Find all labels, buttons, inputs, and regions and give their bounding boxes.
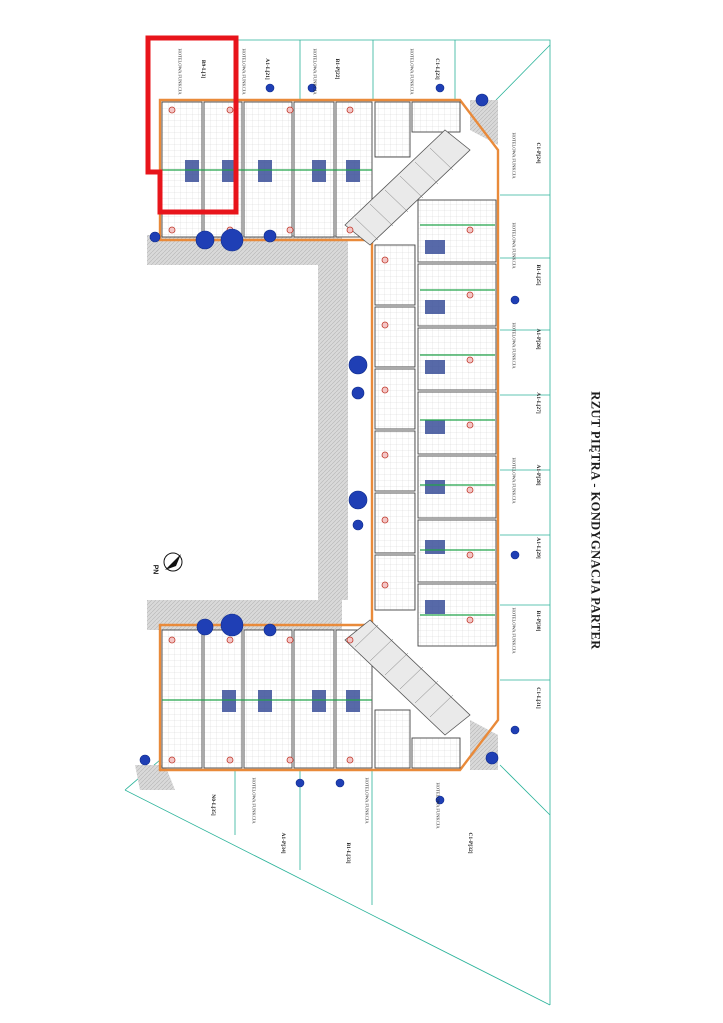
room-label: HOTELOWA FUNKCJA	[511, 222, 517, 269]
landscaping-trees	[139, 83, 520, 805]
unit-label: B1-L[33]	[345, 842, 351, 864]
drawing-title: RZUT PIĘTRA - KONDYGNACJA PARTER	[588, 391, 603, 650]
room-label: HOTELOWA FUNKCJA	[511, 457, 517, 504]
room-label: HOTELOWA FUNKCJA	[511, 322, 517, 369]
north-label: PN	[151, 564, 159, 575]
unit-label: A1-L[27]	[535, 392, 541, 414]
room-label: HOTELOWA FUNKCJA	[241, 48, 247, 95]
unit-label: N0-L[35]	[210, 794, 216, 816]
room-label: HOTELOWA FUNKCJA	[364, 777, 370, 824]
unit-label: A1-P[28]	[535, 464, 541, 486]
unit-label: C1-P[32]	[467, 832, 473, 854]
unit-label: C1-P[24]	[535, 142, 541, 164]
highlight-selected-unit	[145, 35, 239, 215]
unit-label: B9-L[3]	[200, 59, 206, 79]
unit-label: B1-P[22]	[334, 58, 340, 80]
unit-label: A1-P[26]	[535, 328, 541, 350]
stair-treads	[354, 147, 454, 718]
unit-label: A1-L[21]	[264, 58, 270, 80]
unit-label: A1-P[34]	[280, 832, 286, 854]
room-label: HOTELOWA FUNKCJA	[312, 48, 318, 95]
building-outline	[158, 98, 500, 772]
unit-label: C1-L[23]	[434, 58, 440, 80]
room-label: HOTELOWA FUNKCJA	[511, 607, 517, 654]
unit-label: B1-L[25]	[535, 264, 541, 286]
north-arrow-icon	[163, 552, 183, 572]
unit-label: B1-P[30]	[535, 610, 541, 632]
partitions	[162, 169, 495, 701]
unit-label: C1-L[31]	[535, 687, 541, 709]
unit-label: A1-L[29]	[535, 537, 541, 559]
stair-corridors	[344, 129, 471, 736]
plot-boundaries	[124, 39, 551, 1006]
room-label: HOTELOWA FUNKCJA	[409, 48, 415, 95]
room-label: HOTELOWA FUNKCJA	[251, 777, 257, 824]
room-label: HOTELOWA FUNKCJA	[177, 48, 183, 95]
room-label: HOTELOWA FUNKCJA	[435, 782, 441, 829]
room-label: HOTELOWA FUNKCJA	[511, 132, 517, 179]
